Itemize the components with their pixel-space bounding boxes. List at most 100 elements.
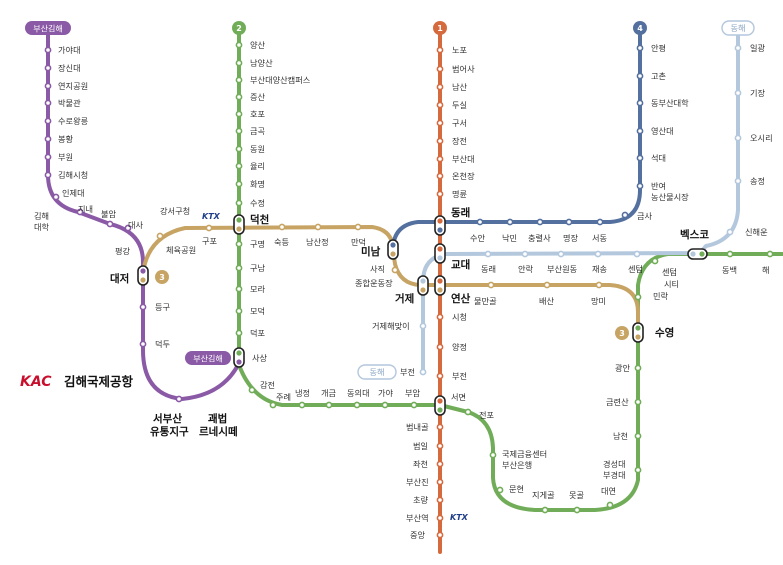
svg-text:인제대: 인제대	[62, 188, 85, 198]
svg-text:일광: 일광	[750, 43, 766, 53]
svg-text:부산원동: 부산원동	[547, 264, 578, 274]
svg-text:재송: 재송	[592, 264, 608, 274]
svg-text:기장: 기장	[750, 88, 766, 98]
svg-text:좌천: 좌천	[413, 459, 428, 469]
donghae-line	[421, 30, 740, 374]
transfer-sasang	[233, 347, 245, 368]
svg-text:종합운동장: 종합운동장	[355, 278, 393, 288]
svg-text:만덕: 만덕	[351, 237, 366, 247]
svg-text:동원: 동원	[250, 144, 265, 154]
svg-text:냉정: 냉정	[295, 388, 310, 398]
svg-text:부암: 부암	[405, 388, 421, 398]
svg-text:센텀: 센텀	[662, 267, 677, 277]
svg-text:못골: 못골	[569, 490, 585, 500]
svg-text:낙민: 낙민	[502, 233, 517, 243]
line-2-badge: 2	[232, 21, 246, 35]
svg-text:2: 2	[236, 24, 242, 33]
svg-text:금사: 금사	[637, 211, 653, 221]
line-3-badge-west: 3	[155, 270, 169, 284]
svg-text:금곡: 금곡	[250, 126, 266, 136]
svg-text:강서구청: 강서구청	[160, 206, 190, 216]
svg-text:유통지구: 유통지구	[150, 425, 189, 438]
transfer-suyeong	[632, 322, 644, 343]
transfer-seomyeon	[434, 395, 446, 416]
svg-text:부산대양산캠퍼스: 부산대양산캠퍼스	[250, 75, 311, 85]
svg-text:거제: 거제	[395, 292, 414, 305]
svg-text:국제금융센터: 국제금융센터	[502, 449, 547, 459]
svg-text:서면: 서면	[451, 392, 466, 402]
svg-text:김해: 김해	[34, 211, 49, 221]
svg-text:동백: 동백	[722, 265, 737, 275]
svg-text:장전: 장전	[452, 136, 467, 146]
svg-text:충렬사: 충렬사	[528, 233, 551, 243]
transfer-daejeo	[137, 265, 149, 286]
svg-text:전포: 전포	[479, 410, 495, 420]
svg-text:양산: 양산	[250, 40, 266, 50]
svg-text:덕포: 덕포	[250, 328, 266, 338]
svg-text:오시리: 오시리	[750, 133, 773, 143]
svg-text:명장: 명장	[563, 233, 579, 243]
svg-text:망미: 망미	[591, 296, 606, 306]
svg-text:장신대: 장신대	[58, 63, 81, 73]
svg-text:수로왕릉: 수로왕릉	[58, 116, 89, 126]
transfer-minam	[387, 239, 399, 260]
svg-text:가야: 가야	[378, 388, 394, 398]
svg-text:서부산: 서부산	[153, 412, 182, 425]
airport-block: KAC 김해국제공항	[20, 374, 134, 390]
transfer-yeonsan	[434, 275, 446, 296]
svg-text:모덕: 모덕	[250, 306, 265, 316]
svg-text:배산: 배산	[539, 296, 555, 306]
busan-gimhae-line	[46, 30, 242, 401]
svg-text:범어사: 범어사	[452, 64, 475, 74]
svg-text:구남: 구남	[250, 263, 266, 273]
svg-text:시청: 시청	[452, 312, 467, 322]
svg-text:남산정: 남산정	[306, 237, 329, 247]
svg-text:덕천: 덕천	[250, 213, 269, 226]
svg-text:양정: 양정	[452, 342, 467, 352]
svg-text:부산대: 부산대	[452, 154, 475, 164]
line-4	[391, 30, 642, 252]
svg-text:주례: 주례	[276, 392, 291, 402]
svg-text:부산진: 부산진	[406, 477, 429, 487]
svg-text:사직: 사직	[370, 264, 385, 274]
svg-text:시티: 시티	[664, 279, 679, 289]
svg-text:부원: 부원	[58, 152, 73, 162]
svg-text:평강: 평강	[115, 246, 131, 256]
svg-text:영산대: 영산대	[651, 126, 674, 136]
transfer-stations	[137, 214, 708, 416]
svg-text:괘법: 괘법	[208, 412, 227, 425]
svg-text:율리: 율리	[250, 161, 265, 171]
svg-text:고촌: 고촌	[651, 71, 667, 81]
svg-text:구포: 구포	[202, 236, 218, 246]
line-4-badge: 4	[633, 21, 647, 35]
svg-text:범일: 범일	[413, 441, 428, 451]
svg-text:동의대: 동의대	[347, 388, 370, 398]
svg-text:사상: 사상	[252, 353, 268, 363]
svg-text:남천: 남천	[613, 431, 628, 441]
ktx-icon-deokcheon: KTX	[202, 212, 221, 221]
svg-text:구서: 구서	[452, 118, 467, 128]
svg-text:가야대: 가야대	[58, 45, 81, 55]
busan-gimhae-badge: 부산김해	[25, 21, 71, 35]
donghae-badge-bujeon: 동해	[357, 364, 397, 380]
svg-text:노포: 노포	[452, 45, 468, 55]
svg-text:3: 3	[619, 329, 625, 338]
svg-text:수정: 수정	[250, 198, 265, 208]
svg-text:숙등: 숙등	[274, 237, 290, 247]
svg-text:서동: 서동	[592, 233, 608, 243]
svg-text:체육공원: 체육공원	[166, 245, 196, 255]
svg-text:남산: 남산	[452, 82, 468, 92]
svg-text:호포: 호포	[250, 109, 266, 119]
svg-text:반여: 반여	[651, 181, 666, 191]
svg-text:경성대: 경성대	[603, 459, 626, 469]
transfer-deokcheon	[233, 214, 245, 235]
svg-text:1: 1	[437, 24, 443, 33]
svg-text:부전: 부전	[452, 371, 467, 381]
svg-text:박물관: 박물관	[58, 98, 81, 108]
svg-text:덕두: 덕두	[155, 339, 171, 349]
svg-text:남양산: 남양산	[250, 58, 273, 68]
svg-text:르네시떼: 르네시떼	[199, 425, 238, 438]
svg-text:대학: 대학	[34, 222, 50, 232]
